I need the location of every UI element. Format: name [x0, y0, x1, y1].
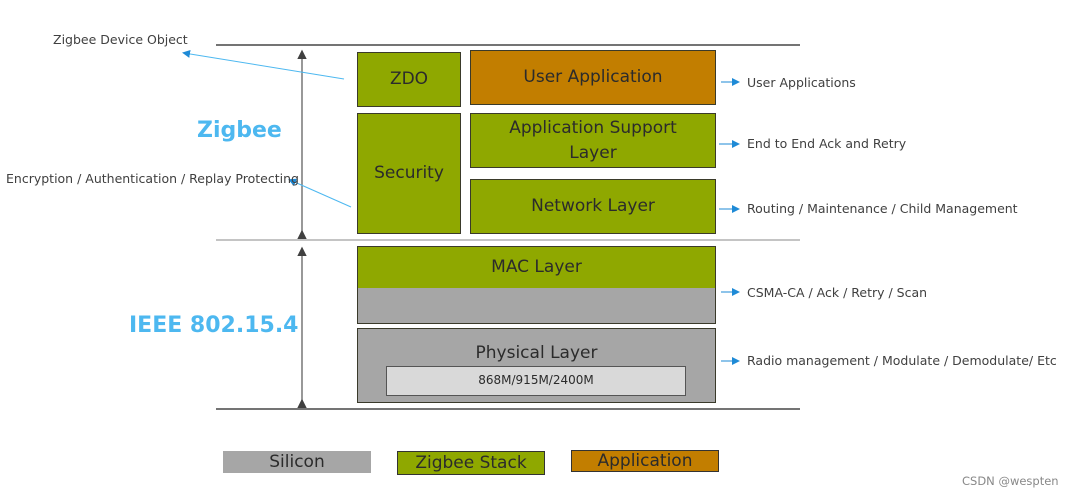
watermark: CSDN @wespten [962, 474, 1059, 488]
zdo-note: Zigbee Device Object [53, 32, 188, 47]
physical-layer: Physical Layer 868M/915M/2400M [357, 328, 716, 403]
legend-application-label: Application [597, 451, 693, 471]
right-note-mac: CSMA-CA / Ack / Retry / Scan [747, 285, 928, 300]
security-pointer-arrow [288, 178, 352, 208]
network-layer: Network Layer [470, 179, 716, 234]
right-note-physical: Radio management / Modulate / Demodulate… [747, 353, 1057, 368]
mac-layer-label: MAC Layer [491, 257, 582, 278]
legend-zigbee-stack-label: Zigbee Stack [415, 453, 527, 473]
frequency-band-box: 868M/915M/2400M [386, 366, 686, 396]
mac-layer-zigbee-part: MAC Layer [358, 247, 715, 288]
network-layer-label: Network Layer [531, 196, 655, 217]
mac-layer: MAC Layer [357, 246, 716, 324]
legend-zigbee-stack: Zigbee Stack [397, 451, 545, 475]
right-note-network: Routing / Maintenance / Child Management [747, 201, 1018, 216]
physical-layer-label: Physical Layer [475, 343, 598, 363]
zdo-pointer-arrow [182, 50, 345, 80]
legend-silicon-label: Silicon [269, 452, 325, 472]
zdo-layer-label: ZDO [389, 69, 429, 90]
user-application-layer: User Application [470, 50, 716, 105]
user-application-label: User Application [523, 67, 663, 88]
aps-label-line2: Layer [569, 142, 617, 163]
security-layer-label: Security [374, 163, 444, 184]
application-support-layer: Application Support Layer [470, 113, 716, 168]
security-note: Encryption / Authentication / Replay Pro… [6, 171, 299, 186]
aps-label-line1: Application Support [509, 117, 677, 138]
frequency-band-label: 868M/915M/2400M [478, 373, 594, 388]
ieee-section-label: IEEE 802.15.4 [129, 313, 299, 338]
right-note-aps: End to End Ack and Retry [747, 136, 907, 151]
right-note-user-applications: User Applications [747, 75, 856, 90]
zigbee-section-label: Zigbee [197, 118, 282, 143]
zdo-layer: ZDO [357, 52, 461, 107]
legend-application: Application [571, 450, 719, 472]
security-layer: Security [357, 113, 461, 234]
legend-silicon: Silicon [223, 451, 371, 473]
